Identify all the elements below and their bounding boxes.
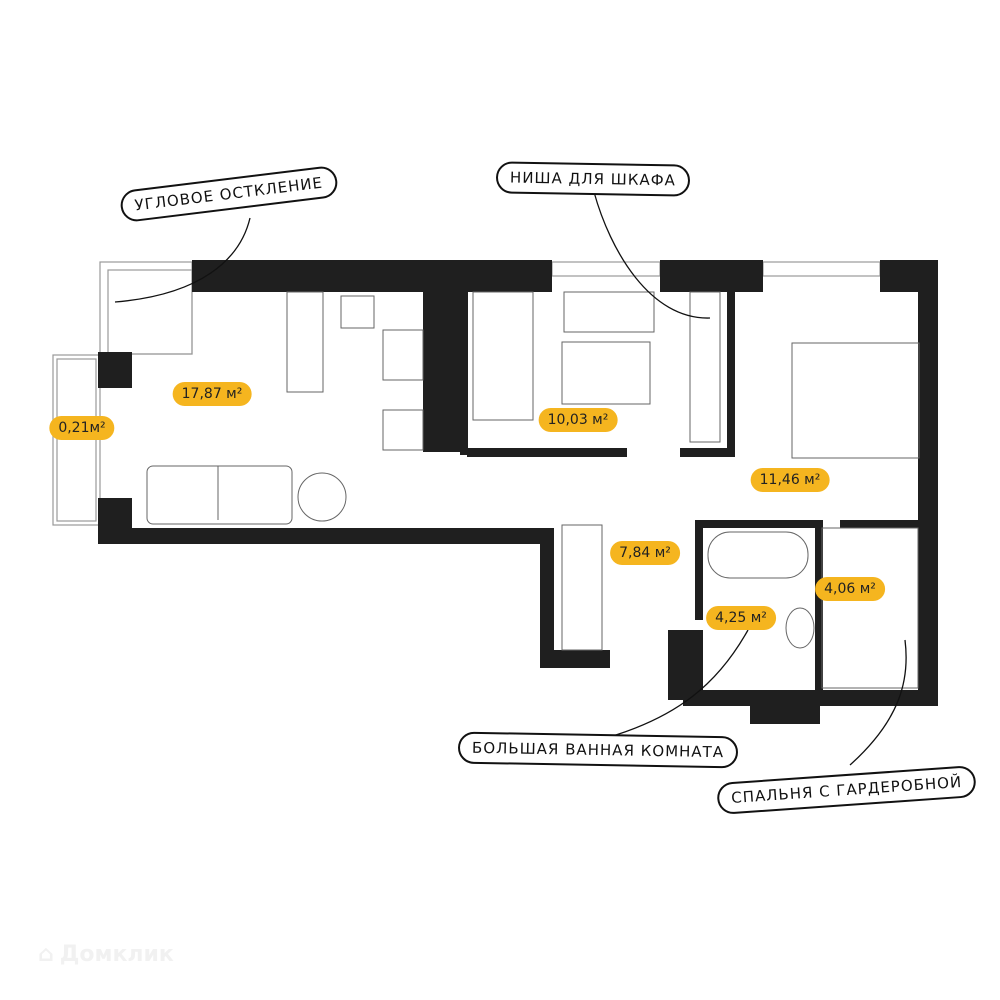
callout-large-bathroom: БОЛЬШАЯ ВАННАЯ КОМНАТА: [457, 731, 739, 769]
walls: [98, 260, 938, 724]
area-value: 17,87 м²: [181, 386, 243, 402]
area-badge-hallway: 7,84 м²: [610, 541, 680, 565]
area-value: 7,84 м²: [619, 545, 671, 561]
area-value: 4,25 м²: [715, 610, 767, 626]
area-badge-wardrobe: 4,06 м²: [815, 577, 885, 601]
area-value: 4,06 м²: [824, 581, 876, 597]
callout-wardrobe-niche: НИША ДЛЯ ШКАФА: [495, 161, 691, 197]
area-badge-bedroom-master: 11,46 м²: [750, 468, 830, 492]
area-value: 0,21м²: [58, 420, 106, 436]
callout-label: НИША ДЛЯ ШКАФА: [509, 168, 677, 190]
area-badge-living-kitchen: 17,87 м²: [172, 382, 252, 406]
house-logo-icon: ⌂: [38, 942, 54, 967]
area-badge-bathroom: 4,25 м²: [706, 606, 776, 630]
area-badge-loggia: 0,21м²: [49, 416, 115, 440]
watermark: ⌂ Домклик: [38, 942, 174, 967]
callout-leader-lines: [114, 191, 907, 766]
area-value: 11,46 м²: [759, 472, 821, 488]
callout-label: БОЛЬШАЯ ВАННАЯ КОМНАТА: [471, 738, 725, 762]
area-badge-bedroom-small: 10,03 м²: [538, 408, 618, 432]
furniture: [146, 291, 920, 689]
area-value: 10,03 м²: [547, 412, 609, 428]
watermark-brand: Домклик: [59, 942, 174, 967]
